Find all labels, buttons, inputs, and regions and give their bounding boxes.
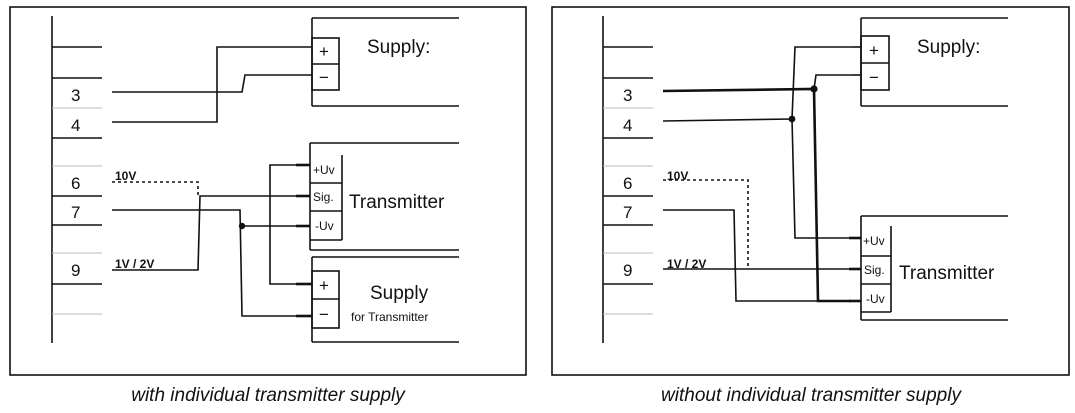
left-terminal-4: 4: [71, 116, 80, 135]
right-terminal-6: 6: [623, 174, 632, 193]
left-tx-supply-plus: +: [319, 276, 329, 295]
left-signal-1v2v: 1V / 2V: [115, 257, 154, 271]
right-terminal-3: 3: [623, 86, 632, 105]
right-wire-supply-plus: [791, 46, 852, 120]
left-tx-minus-uv: -Uv: [315, 219, 334, 233]
right-terminal-9: 9: [623, 261, 632, 280]
right-tx-sig: Sig.: [864, 263, 885, 277]
right-supply-label: Supply:: [917, 37, 980, 58]
left-terminal-strip: [51, 16, 102, 343]
right-transmitter-label: Transmitter: [899, 263, 995, 284]
right-wire-6-dashed: [663, 179, 749, 269]
left-supply-minus: −: [319, 68, 329, 87]
right-wire-3-minus: [662, 87, 851, 303]
right-signal-1v2v: 1V / 2V: [667, 257, 706, 271]
left-tx-supply-sub: for Transmitter: [351, 310, 428, 324]
right-wire-7-minus: [663, 209, 818, 302]
right-supply-plus: +: [869, 41, 879, 60]
left-wire-7-minus: [112, 209, 300, 317]
right-caption: without individual transmitter supply: [661, 385, 962, 406]
right-transmitter-block: [860, 215, 1008, 321]
left-caption: with individual transmitter supply: [131, 385, 406, 406]
left-signal-10v: 10V: [115, 169, 136, 183]
right-frame: [551, 6, 1070, 376]
left-supply-label: Supply:: [367, 37, 430, 58]
left-tx-supply-minus: −: [319, 305, 329, 324]
right-supply-minus: −: [869, 68, 879, 87]
left-transmitter-label: Transmitter: [349, 192, 445, 213]
left-tx-plus-uv: +Uv: [313, 163, 335, 177]
left-frame: [9, 6, 527, 376]
right-junction-dot-3: [810, 85, 818, 93]
left-terminal-9: 9: [71, 261, 80, 280]
left-tx-supply-label: Supply: [370, 283, 429, 304]
left-tx-supply-block: [311, 256, 459, 343]
left-wire-3-supply-minus: [112, 74, 312, 93]
left-supply-block: [311, 17, 459, 107]
left-wire-plus-uv: [269, 164, 300, 285]
right-terminal-4: 4: [623, 116, 632, 135]
left-supply-plus: +: [319, 42, 329, 61]
right-tx-plus-uv: +Uv: [863, 234, 885, 248]
right-wire-supply-minus: [813, 74, 852, 90]
right-terminal-7: 7: [623, 203, 632, 222]
left-transmitter-block: [309, 142, 459, 251]
left-terminal-7: 7: [71, 203, 80, 222]
left-wire-6-dashed: [112, 181, 199, 196]
left-terminal-6: 6: [71, 174, 80, 193]
right-wire-4-plus: [662, 118, 852, 239]
right-terminal-strip: [602, 16, 653, 343]
left-tx-sig: Sig.: [313, 190, 334, 204]
right-panel: 3 4 6 7 9 + − Supply: +Uv Sig. -Uv Trans: [551, 6, 1070, 406]
left-terminal-3: 3: [71, 86, 80, 105]
left-wire-4-supply-plus: [112, 46, 312, 123]
left-wire-9-sig: [112, 195, 300, 271]
right-tx-minus-uv: -Uv: [866, 292, 885, 306]
right-supply-block: [860, 17, 1008, 107]
right-junction-dot-4: [788, 115, 796, 123]
left-panel: 3 4 6 7 9 + − Supply: +Uv Sig.: [9, 6, 527, 406]
right-signal-10v: 10V: [667, 169, 688, 183]
left-junction-dot: [238, 222, 246, 230]
